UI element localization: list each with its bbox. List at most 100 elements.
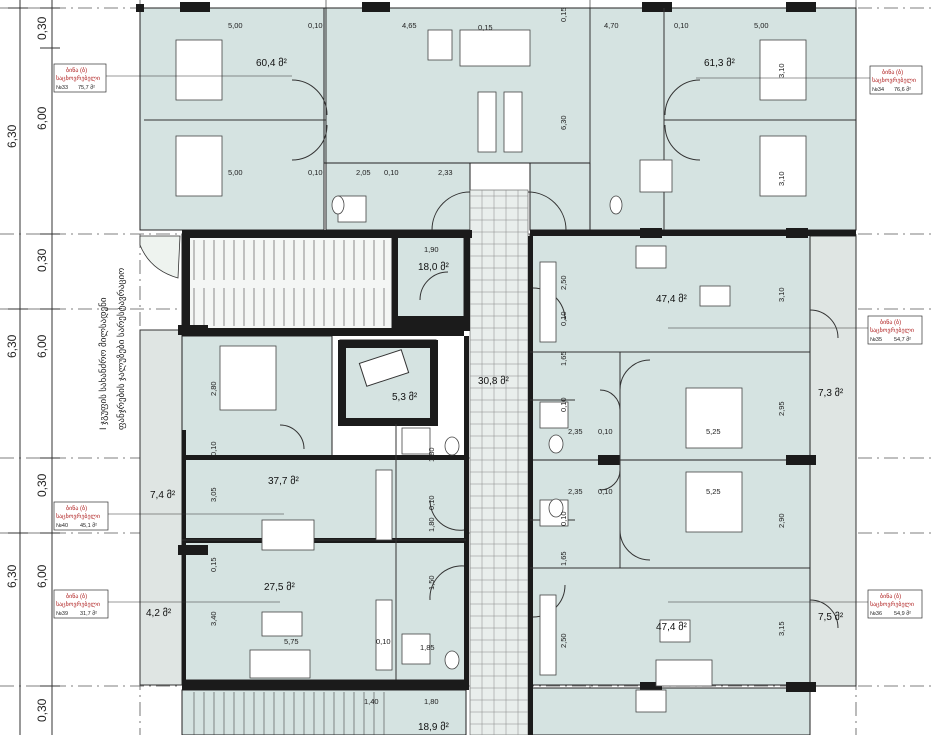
area-47-4-top: 47,4 მ² [656,293,687,305]
svg-text:საცხოვრებელი: საცხოვრებელი [872,76,916,84]
apartment-tag-36: ბინა (ბ) საცხოვრებელი №36 54,9 მ² [668,589,923,619]
dim-19: 0,10 [376,637,391,646]
svg-text:54,7 მ²: 54,7 მ² [894,335,911,343]
svg-text:№39: №39 [56,611,68,617]
dim-25: 2,35 [568,427,583,436]
left-dim-4: 6,30 [5,334,19,358]
svg-text:31,7 მ²: 31,7 მ² [80,609,97,617]
svg-text:76,6 მ²: 76,6 მ² [894,85,911,93]
left-dim-8: 6,00 [35,564,49,588]
svg-text:75,7 მ²: 75,7 მ² [78,83,95,91]
dim-33: 1,65 [559,551,568,566]
balconies [139,235,857,687]
svg-text:№33: №33 [56,85,68,91]
area-60-4: 60,4 მ² [256,57,287,69]
apartment-tags: ბინა (ბ) საცხოვრებელი №33 75,7 მ² ბინა (… [53,63,923,619]
dim-16: 0,15 [209,557,218,572]
left-dim-2: 6,00 [35,106,49,130]
dim-24: 1,50 [427,575,436,590]
area-30-8: 30,8 მ² [478,375,509,387]
area-61-3: 61,3 მ² [704,57,735,69]
dim-top-1: 0,10 [308,21,323,30]
dim-1: 5,00 [228,168,243,177]
svg-text:45,1 მ²: 45,1 მ² [80,521,97,529]
dim-20: 1,85 [420,643,435,652]
dim-top-5: 4,70 [604,21,619,30]
dim-11: 1,65 [559,351,568,366]
fire-pipe-note: I ჯგუფის სახანძრო მილსადენი [98,297,109,430]
dim-36: 0,10 [559,397,568,412]
dim-39: 1,40 [364,697,379,706]
svg-text:№35: №35 [870,337,882,343]
dim-9: 2,50 [559,275,568,290]
svg-text:საცხოვრებელი: საცხოვრებელი [870,326,914,334]
apartment-tag-34: ბინა (ბ) საცხოვრებელი №34 76,6 მ² [696,65,923,95]
dim-27: 5,25 [706,427,721,436]
svg-text:ბინა (ბ): ბინა (ბ) [880,318,901,326]
dim-top-7: 5,00 [754,21,769,30]
dim-8: 3,10 [777,171,786,186]
dim-37: 0,10 [559,511,568,526]
dim-7: 3,10 [777,63,786,78]
svg-text:საცხოვრებელი: საცხოვრებელი [56,512,100,520]
misc-dimensions: 5,00 0,10 2,05 0,10 2,33 6,30 3,10 3,10 … [209,63,786,706]
dim-top-3: 0,15 [478,23,493,32]
dim-3: 2,05 [356,168,371,177]
apartment-tag-39: ბინა (ბ) საცხოვრებელი №39 31,7 მ² [53,589,280,619]
dim-29: 2,35 [568,487,583,496]
apartment-tag-33: ბინა (ბ) საცხოვრებელი №33 75,7 მ² [53,63,292,93]
dim-18: 5,75 [284,637,299,646]
apartment-tag-35: ბინა (ბ) საცხოვრებელი №35 54,7 მ² [668,315,923,345]
elevator-shaft [338,340,438,426]
svg-text:ბინა (ბ): ბინა (ბ) [66,504,87,512]
svg-text:ბინა (ბ): ბინა (ბ) [882,68,903,76]
dim-26: 0,10 [598,427,613,436]
svg-text:ბინა (ბ): ბინა (ბ) [66,592,87,600]
area-27-5: 27,5 მ² [264,581,295,593]
area-47-4-bottom: 47,4 მ² [656,621,687,633]
dim-12: 3,10 [777,287,786,302]
area-5-3: 5,3 მ² [392,391,418,403]
dim-32: 2,90 [777,513,786,528]
area-labels: 60,4 მ² 61,3 მ² 18,0 მ² 47,4 მ² 30,8 მ² … [146,57,844,733]
dim-28: 2,95 [777,401,786,416]
corridor [469,189,529,735]
furniture [175,29,807,713]
shutters-note: ფანჯრების ჯალუზები სარესტავრაციო [116,268,127,430]
svg-text:54,9 მ²: 54,9 მ² [894,609,911,617]
area-4-2: 4,2 მ² [146,607,172,619]
dim-17: 3,40 [209,611,218,626]
dim-2: 0,10 [308,168,323,177]
area-18-0: 18,0 მ² [418,261,449,273]
dim-35: 3,15 [777,621,786,636]
area-7-4: 7,4 მ² [150,489,176,501]
left-dim-1: 6,30 [5,124,19,148]
area-7-5: 7,5 მ² [818,611,844,623]
dim-top-6: 0,10 [674,21,689,30]
top-dimensions: 5,00 0,10 4,65 0,15 0,15 4,70 0,10 5,00 [228,7,769,32]
vertical-notes: I ჯგუფის სახანძრო მილსადენი ფანჯრების ჯა… [98,268,127,430]
dim-top-0: 5,00 [228,21,243,30]
svg-text:საცხოვრებელი: საცხოვრებელი [870,600,914,608]
left-dimension-chain: 0,30 6,30 6,00 0,30 6,30 6,00 0,30 6,30 … [5,0,60,735]
dim-34: 2,50 [559,633,568,648]
dim-40: 1,80 [424,697,439,706]
left-dim-3: 0,30 [35,248,49,272]
dim-top-2: 4,65 [402,21,417,30]
dim-5: 2,33 [438,168,453,177]
left-dim-6: 0,30 [35,473,49,497]
svg-text:№36: №36 [870,611,882,617]
svg-text:საცხოვრებელი: საცხოვრებელი [56,74,100,82]
svg-text:ბინა (ბ): ბინა (ბ) [880,592,901,600]
dim-21: 1,80 [427,447,436,462]
dim-31: 5,25 [706,487,721,496]
dim-30: 0,10 [598,487,613,496]
dim-13: 2,80 [209,381,218,396]
dim-23: 0,10 [427,495,436,510]
dim-22: 1,80 [427,517,436,532]
dim-10: 0,10 [559,311,568,326]
apartment-tag-40: ბინა (ბ) საცხოვრებელი №40 45,1 მ² [53,501,284,531]
dim-14: 0,10 [209,441,218,456]
